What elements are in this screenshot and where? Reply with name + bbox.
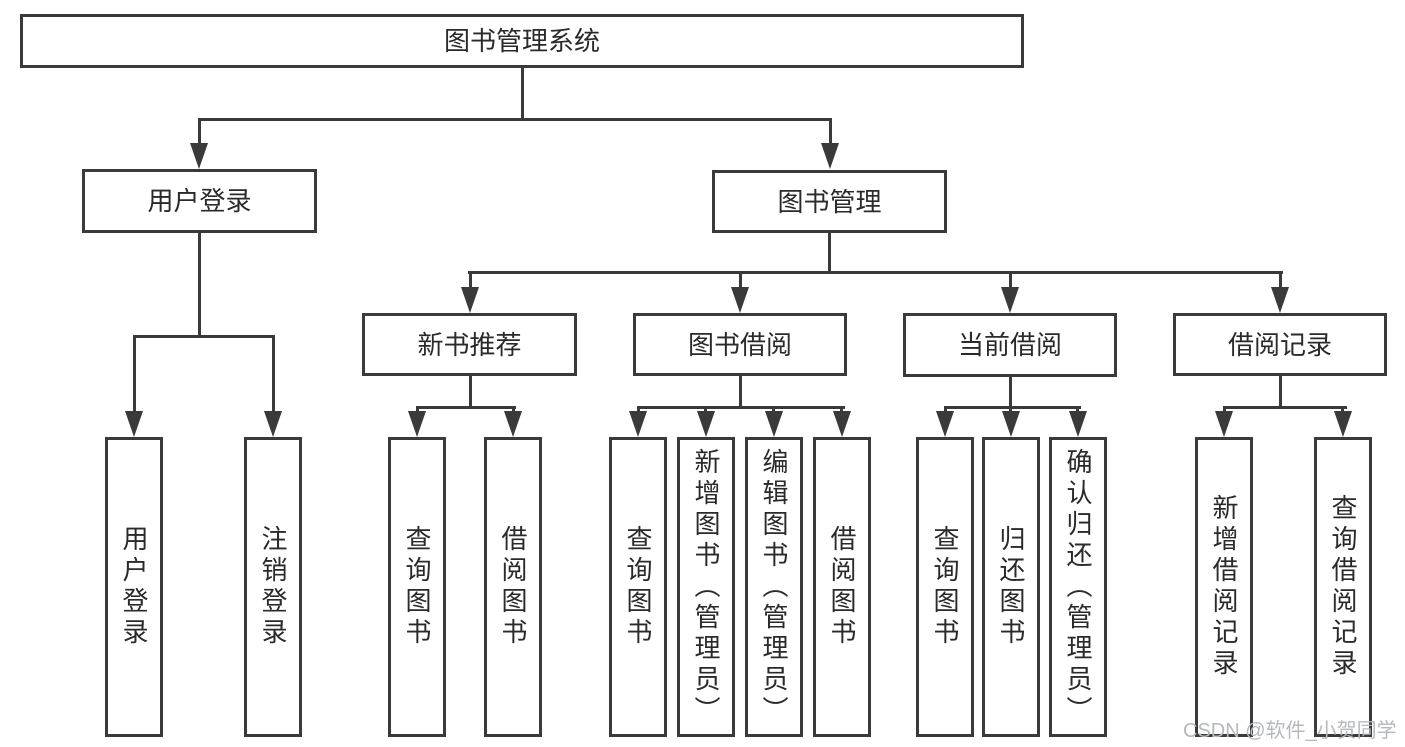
- node-label: 借阅图书: [827, 525, 857, 649]
- arrow-down-icon: [629, 411, 647, 437]
- node-label: 当前借阅: [957, 330, 1062, 360]
- connector-line: [272, 335, 275, 415]
- arrow-down-icon: [461, 287, 479, 313]
- arrow-down-icon: [833, 411, 851, 437]
- connector-line: [1279, 376, 1282, 409]
- leaf-add-book-admin: 新增图书（管理员）: [677, 437, 735, 737]
- leaf-borrow-book: 借阅图书: [813, 437, 871, 737]
- connector-line: [198, 118, 201, 148]
- arrow-down-icon: [408, 411, 426, 437]
- arrow-down-icon: [765, 411, 783, 437]
- leaf-query-borrow-record: 查询借阅记录: [1314, 437, 1372, 737]
- arrow-down-icon: [697, 411, 715, 437]
- node-label: 归还图书: [996, 525, 1026, 649]
- node-label: 新书推荐: [417, 329, 522, 360]
- connector-line: [468, 271, 1283, 274]
- connector-line: [469, 376, 472, 409]
- connector-line: [521, 68, 524, 120]
- connector-line: [828, 233, 831, 274]
- node-label: 查询图书: [402, 525, 432, 649]
- leaf-return-book: 归还图书: [982, 437, 1040, 737]
- node-label: 借阅图书: [498, 525, 528, 649]
- node-label: 新增借阅记录: [1209, 494, 1239, 680]
- node-new-book-recommend: 新书推荐: [362, 313, 577, 376]
- node-label: 查询图书: [623, 525, 653, 649]
- node-label: 借阅记录: [1227, 329, 1332, 360]
- arrow-down-icon: [504, 411, 522, 437]
- connector-line: [198, 233, 201, 338]
- node-label: 新增图书（管理员）: [691, 447, 721, 727]
- leaf-borrow-book-recommend: 借阅图书: [484, 437, 542, 737]
- leaf-logout: 注销登录: [244, 437, 302, 737]
- connector-line: [198, 118, 832, 121]
- leaf-query-book-recommend: 查询图书: [388, 437, 446, 737]
- node-label: 编辑图书（管理员）: [759, 447, 789, 727]
- connector-line: [637, 406, 845, 409]
- csdn-watermark: CSDN @软件_小贺同学: [1183, 720, 1397, 742]
- node-label: 注销登录: [258, 525, 288, 649]
- leaf-query-book-current: 查询图书: [916, 437, 974, 737]
- arrow-down-icon: [125, 411, 143, 437]
- leaf-add-borrow-record: 新增借阅记录: [1195, 437, 1253, 737]
- connector-line: [1009, 376, 1012, 409]
- node-root-system: 图书管理系统: [20, 14, 1024, 68]
- connector-line: [469, 271, 472, 291]
- node-label: 确认归还（管理员）: [1063, 447, 1093, 727]
- node-label: 图书管理: [777, 186, 882, 217]
- leaf-query-book-borrow: 查询图书: [609, 437, 667, 737]
- arrow-down-icon: [936, 411, 954, 437]
- arrow-down-icon: [1215, 411, 1233, 437]
- leaf-confirm-return-admin: 确认归还（管理员）: [1049, 437, 1107, 737]
- arrow-down-icon: [1334, 411, 1352, 437]
- node-current-borrow: 当前借阅: [903, 313, 1117, 377]
- node-book-borrow: 图书借阅: [633, 313, 847, 376]
- node-label: 图书借阅: [687, 329, 792, 360]
- node-book-management-group: 图书管理: [712, 170, 947, 233]
- leaf-user-login: 用户登录: [105, 437, 163, 737]
- connector-line: [1279, 271, 1282, 291]
- node-user-login-group: 用户登录: [82, 169, 317, 233]
- connector-line: [944, 406, 1081, 409]
- connector-line: [829, 118, 832, 148]
- connector-line: [133, 335, 275, 338]
- node-label: 图书管理系统: [443, 26, 600, 56]
- node-label: 查询图书: [930, 525, 960, 649]
- connector-line: [133, 335, 136, 415]
- arrow-down-icon: [190, 143, 208, 169]
- node-borrow-records: 借阅记录: [1173, 313, 1387, 376]
- arrow-down-icon: [1001, 287, 1019, 313]
- arrow-down-icon: [1002, 411, 1020, 437]
- arrow-down-icon: [731, 287, 749, 313]
- connector-line: [739, 271, 742, 291]
- connector-line: [1223, 406, 1347, 409]
- node-label: 用户登录: [147, 186, 252, 216]
- node-label: 用户登录: [119, 525, 149, 649]
- leaf-edit-book-admin: 编辑图书（管理员）: [745, 437, 803, 737]
- arrow-down-icon: [1271, 287, 1289, 313]
- connector-line: [739, 376, 742, 409]
- arrow-down-icon: [821, 143, 839, 169]
- node-label: 查询借阅记录: [1328, 494, 1358, 680]
- arrow-down-icon: [1069, 411, 1087, 437]
- connector-line: [416, 406, 516, 409]
- connector-line: [1009, 271, 1012, 291]
- arrow-down-icon: [264, 411, 282, 437]
